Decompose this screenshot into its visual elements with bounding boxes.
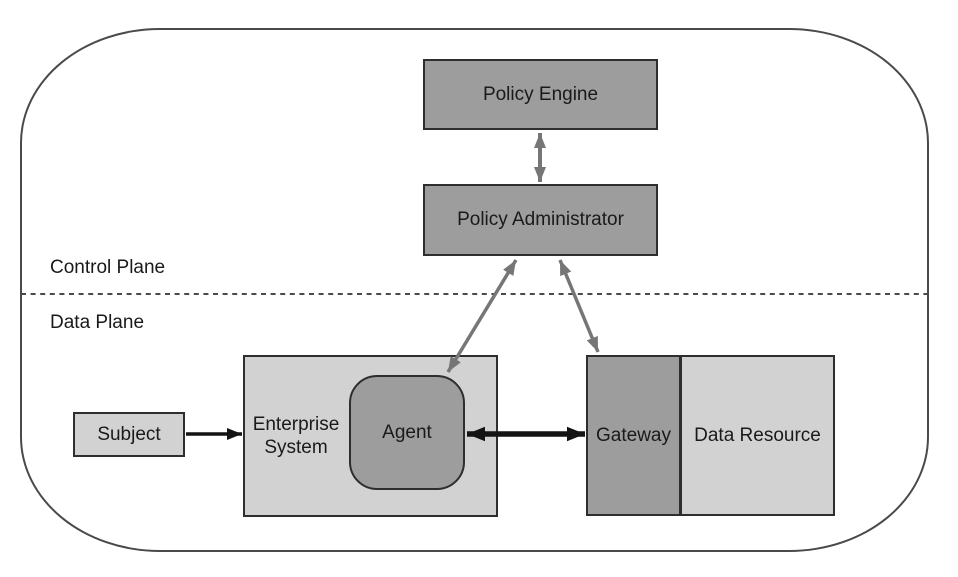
data-plane-label: Data Plane [50, 312, 145, 333]
subject-node: Subject [73, 412, 185, 457]
agent-node: Agent [349, 375, 465, 490]
gateway-node: Gateway [586, 355, 681, 516]
policy-administrator-node: Policy Administrator [423, 184, 658, 256]
data-resource-node: Data Resource [680, 355, 835, 516]
control-plane-label: Control Plane [50, 257, 166, 278]
policy-engine-node: Policy Engine [423, 59, 658, 130]
enterprise-system-label: Enterprise System [252, 414, 340, 458]
outer-boundary [20, 28, 929, 552]
